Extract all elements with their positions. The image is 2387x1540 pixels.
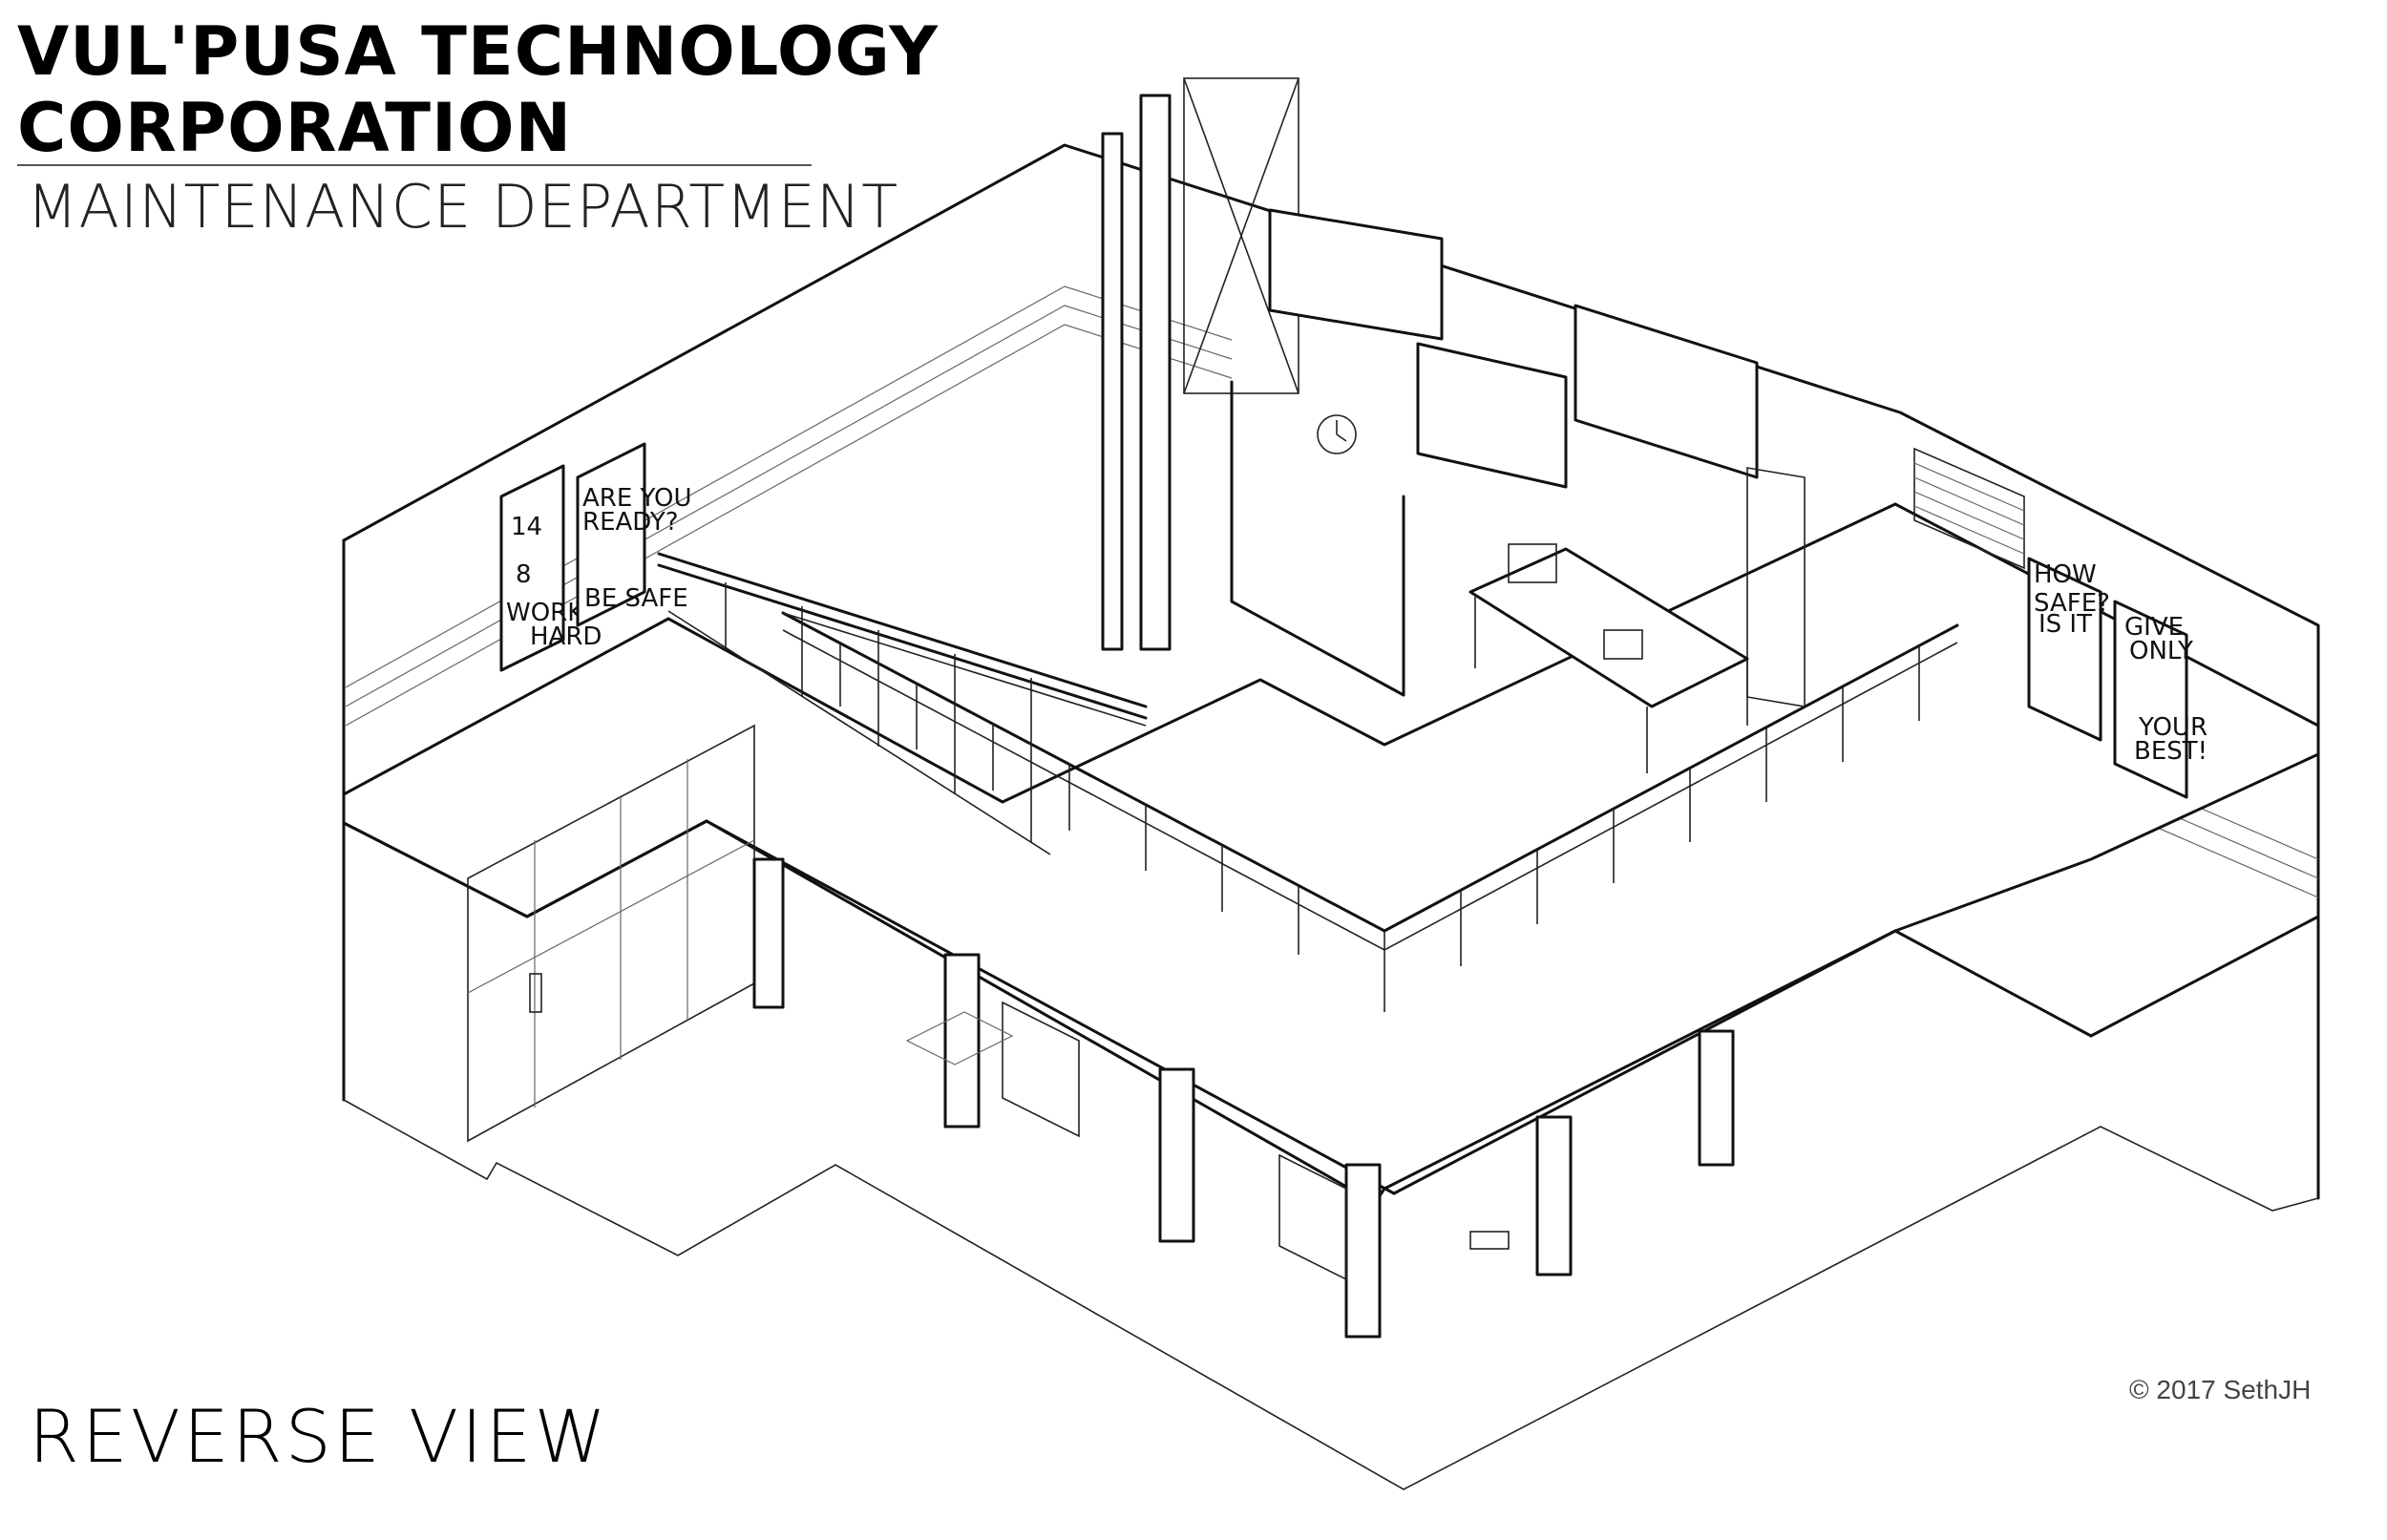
poster-give-line4: BEST! xyxy=(2134,737,2207,766)
title-line-1: VUL'PUSA TECHNOLOGY xyxy=(17,12,939,91)
hanging-signs xyxy=(1268,208,1806,707)
copyright-notice: © 2017 SethJH xyxy=(2129,1375,2312,1404)
support-columns xyxy=(752,857,1735,1339)
poster-work-days-line4: HARD xyxy=(530,622,602,651)
poster-give-line1: GIVE xyxy=(2124,613,2184,642)
poster-how-safe: HOW SAFE? IS IT xyxy=(2027,557,2110,742)
title-line-2: CORPORATION xyxy=(17,89,573,167)
mezzanine-deck xyxy=(342,502,2320,1205)
poster-safe-line1: HOW xyxy=(2034,560,2097,589)
poster-safe-line3: IS IT xyxy=(2038,610,2092,639)
poster-safe-line2: SAFE? xyxy=(2034,589,2110,618)
poster-give-line2: ONLY xyxy=(2129,637,2193,665)
staircase xyxy=(657,552,1148,855)
poster-ready-line1: ARE YOU xyxy=(582,484,692,513)
poster-work-days-line3: WORK xyxy=(506,599,584,627)
header-divider xyxy=(17,164,812,166)
door-handle-icon xyxy=(529,973,542,1013)
poster-work-days: 14 8 WORK HARD xyxy=(499,464,602,672)
ground-floor-outline xyxy=(343,1099,2319,1490)
pipe-column xyxy=(1101,77,1299,651)
poster-ready-line3: BE SAFE xyxy=(584,584,688,613)
poster-work-days-line2: 8 xyxy=(516,560,532,589)
wall-vent xyxy=(1913,447,2025,570)
poster-ready-line2: READY? xyxy=(582,508,679,537)
poster-give-line3: YOUR xyxy=(2138,713,2207,742)
ground-floor-equipment xyxy=(905,1001,1510,1281)
inner-room-wall xyxy=(1230,380,1405,697)
workbench xyxy=(1468,543,1749,773)
view-label: REVERSE VIEW xyxy=(29,1394,609,1479)
mezzanine-railing xyxy=(781,611,1959,1012)
poster-work-days-line1: 14 xyxy=(511,513,542,541)
poster-give-only: GIVE ONLY YOUR BEST! xyxy=(2113,600,2207,799)
poster-are-you-ready: ARE YOU READY? BE SAFE xyxy=(576,442,692,627)
header: VUL'PUSA TECHNOLOGY CORPORATION MAINTENA… xyxy=(17,12,939,241)
subtitle: MAINTENANCE DEPARTMENT xyxy=(27,172,899,242)
